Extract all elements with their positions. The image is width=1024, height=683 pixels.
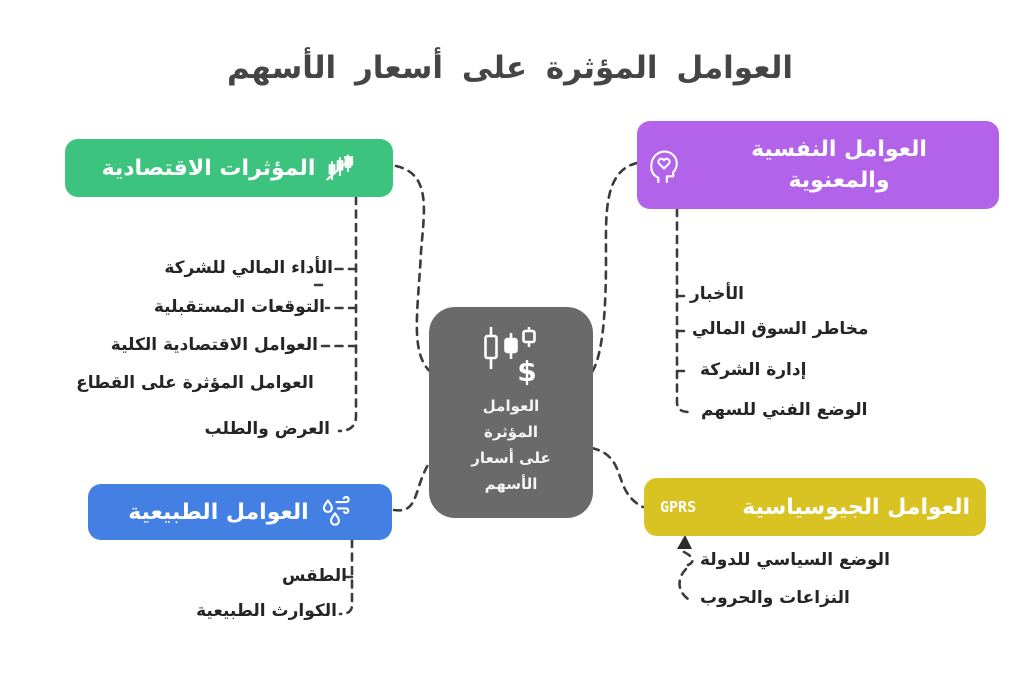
branch-label-psych-line1: العوامل النفسية: [751, 137, 927, 162]
candlestick-dollar-icon: $: [478, 325, 544, 387]
branch-label-psych-line2: والمعنوية: [788, 168, 890, 193]
item-geo-1: النزاعات والحروب: [700, 588, 850, 608]
item-psych-1: مخاطر السوق المالي: [692, 319, 869, 339]
arrowhead-up-icon: [677, 535, 692, 549]
branch-label-natural: العوامل الطبيعية: [128, 499, 309, 525]
branch-node-geo: العوامل الجيوسياسية GPRS: [644, 478, 986, 536]
branch-label-economic: المؤثرات الاقتصادية: [101, 155, 316, 181]
item-economic-3: العوامل المؤثرة على القطاع: [76, 373, 314, 393]
item-economic-2: العوامل الاقتصادية الكلية: [110, 335, 318, 355]
raindrops-wind-icon: [318, 495, 352, 529]
branch-label-geo: العوامل الجيوسياسية: [742, 494, 970, 520]
branch-node-economic: المؤثرات الاقتصادية: [65, 139, 393, 197]
item-psych-3: الوضع الفني للسهم: [701, 400, 868, 420]
item-psych-0: الأخبار: [690, 284, 744, 304]
center-node: $ العوامل المؤثرة على أسعار الأسهم: [429, 307, 593, 518]
item-economic-1: التوقعات المستقبلية: [153, 297, 325, 317]
branch-label-psych: العوامل النفسية والمعنوية: [689, 134, 989, 196]
head-heart-icon: [647, 146, 681, 184]
item-economic-4: العرض والطلب: [204, 419, 330, 439]
item-natural-1: الكوارث الطبيعية: [196, 601, 337, 621]
center-label-line: المؤثرة: [483, 423, 539, 441]
center-label-line: الأسهم: [484, 475, 538, 493]
branch-node-psych: العوامل النفسية والمعنوية: [637, 121, 999, 209]
center-label-line: على أسعار: [471, 449, 551, 467]
center-label-line: العوامل: [482, 397, 540, 415]
item-geo-0: الوضع السياسي للدولة: [700, 550, 890, 570]
gprs-badge: GPRS: [660, 498, 697, 516]
svg-text:$: $: [517, 355, 536, 387]
item-economic-0: الأداء المالي للشركة: [164, 258, 333, 278]
diagram-title: العوامل المؤثرة على أسعار الأسهم: [226, 50, 794, 86]
item-psych-2: إدارة الشركة: [700, 360, 807, 380]
item-natural-0: الطقس: [281, 566, 347, 586]
candlestick-trend-icon: [324, 152, 356, 184]
branch-node-natural: العوامل الطبيعية: [88, 484, 392, 540]
